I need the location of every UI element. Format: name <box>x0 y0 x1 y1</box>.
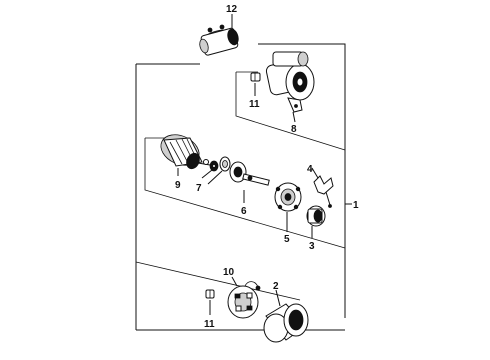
callout-4: 4 <box>307 164 313 175</box>
callout-3: 3 <box>309 241 315 252</box>
callout-2: 2 <box>273 281 279 292</box>
callout-8: 8 <box>291 124 297 135</box>
solenoid-12-part <box>199 14 239 56</box>
shift-fork-4-part <box>311 167 334 208</box>
assembly-bracket-outline <box>135 43 352 331</box>
brush-plate-10-part <box>227 276 261 319</box>
pinion-gear-3-part <box>306 205 326 238</box>
callout-labels: 12 11 8 4 9 7 6 1 5 3 10 2 11 <box>175 4 359 330</box>
armature-9-part <box>160 134 211 176</box>
callout-11-lower: 11 <box>204 319 215 330</box>
callout-1: 1 <box>353 200 359 211</box>
callout-5: 5 <box>284 234 290 245</box>
callout-12: 12 <box>226 4 238 15</box>
drive-pinion-6-part <box>229 161 270 203</box>
callout-11-upper: 11 <box>249 99 260 110</box>
motor-frame-2-part <box>263 289 309 343</box>
callout-6: 6 <box>241 206 247 217</box>
callout-10: 10 <box>223 267 235 278</box>
callout-7: 7 <box>196 183 202 194</box>
washers-7-part <box>201 156 231 185</box>
nut-11-upper-part <box>250 72 261 96</box>
bolt-11-lower-part <box>205 289 215 315</box>
starter-assembly-8-part <box>265 51 315 123</box>
gear-housing-5-part <box>274 182 302 232</box>
callout-9: 9 <box>175 180 181 191</box>
